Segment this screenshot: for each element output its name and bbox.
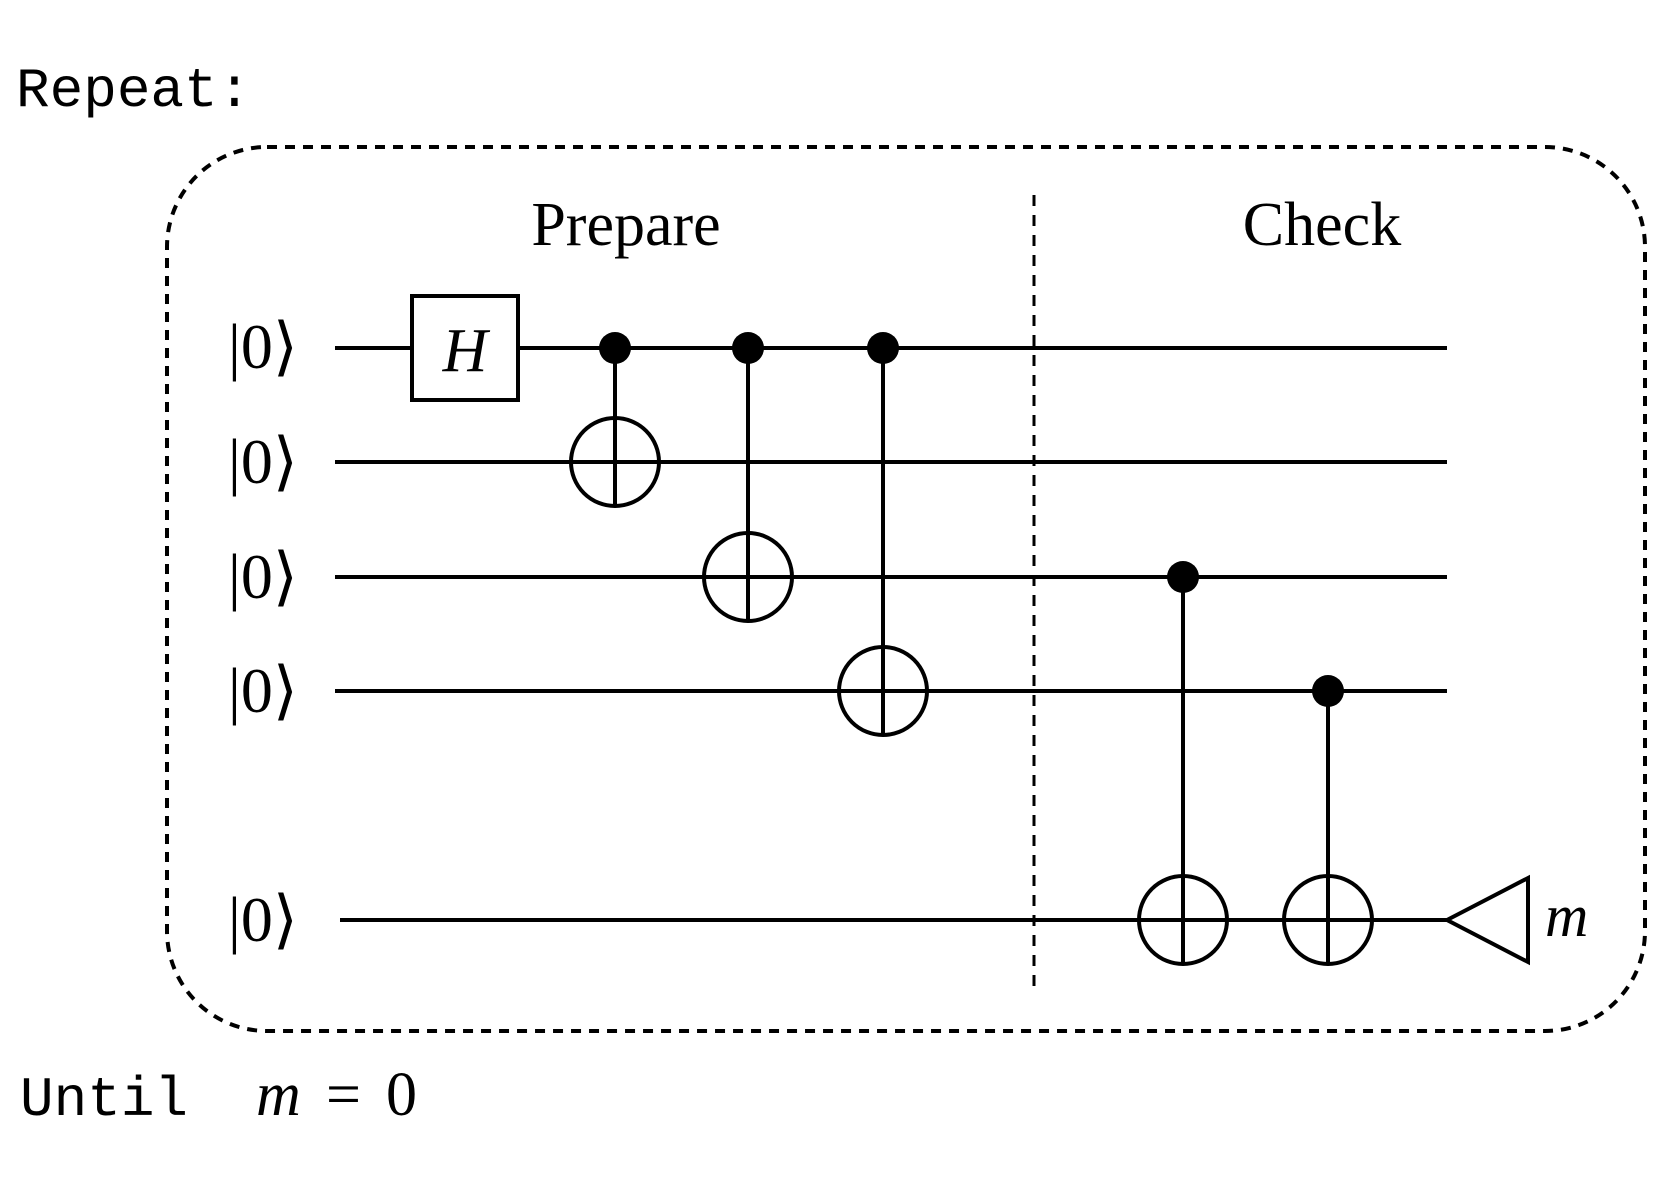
repeat-block-border xyxy=(165,145,1647,1033)
qubit-4-label: |0⟩ xyxy=(228,884,298,955)
cnot-gate-2 xyxy=(702,332,794,623)
cnot-gate-3 xyxy=(837,332,929,737)
measurement-result-label: m xyxy=(1545,883,1588,949)
until-value: 0 xyxy=(386,1061,417,1129)
until-equals: = xyxy=(326,1061,361,1129)
cnot-3-control-dot xyxy=(867,332,899,364)
until-variable: m xyxy=(256,1061,301,1129)
qubit-2-label: |0⟩ xyxy=(228,541,298,612)
hadamard-box xyxy=(410,294,520,402)
hadamard-label: H xyxy=(442,317,491,385)
until-condition: Until m = 0 xyxy=(20,1061,417,1132)
qubit-labels: |0⟩ |0⟩ |0⟩ |0⟩ |0⟩ xyxy=(228,311,298,955)
cnot-gate-5 xyxy=(1282,675,1374,966)
qubit-1-label: |0⟩ xyxy=(228,426,298,497)
repeat-label: Repeat: xyxy=(16,59,251,123)
qubit-3-label: |0⟩ xyxy=(228,655,298,726)
cnot-2-control-dot xyxy=(732,332,764,364)
measurement-triangle-icon xyxy=(1442,874,1530,966)
until-keyword: Until xyxy=(20,1068,188,1132)
cnot-4-control-dot xyxy=(1167,561,1199,593)
cnot-gate-4 xyxy=(1137,561,1229,966)
qubit-wires xyxy=(335,346,1447,922)
cnot-5-control-dot xyxy=(1312,675,1344,707)
cnot-1-control-dot xyxy=(599,332,631,364)
cnot-gate-1 xyxy=(569,332,661,508)
measurement: m xyxy=(1442,874,1588,966)
hadamard-gate: H xyxy=(410,294,520,402)
check-section-title: Check xyxy=(1243,191,1401,259)
qubit-0-label: |0⟩ xyxy=(228,311,298,382)
prepare-section-title: Prepare xyxy=(531,191,720,259)
